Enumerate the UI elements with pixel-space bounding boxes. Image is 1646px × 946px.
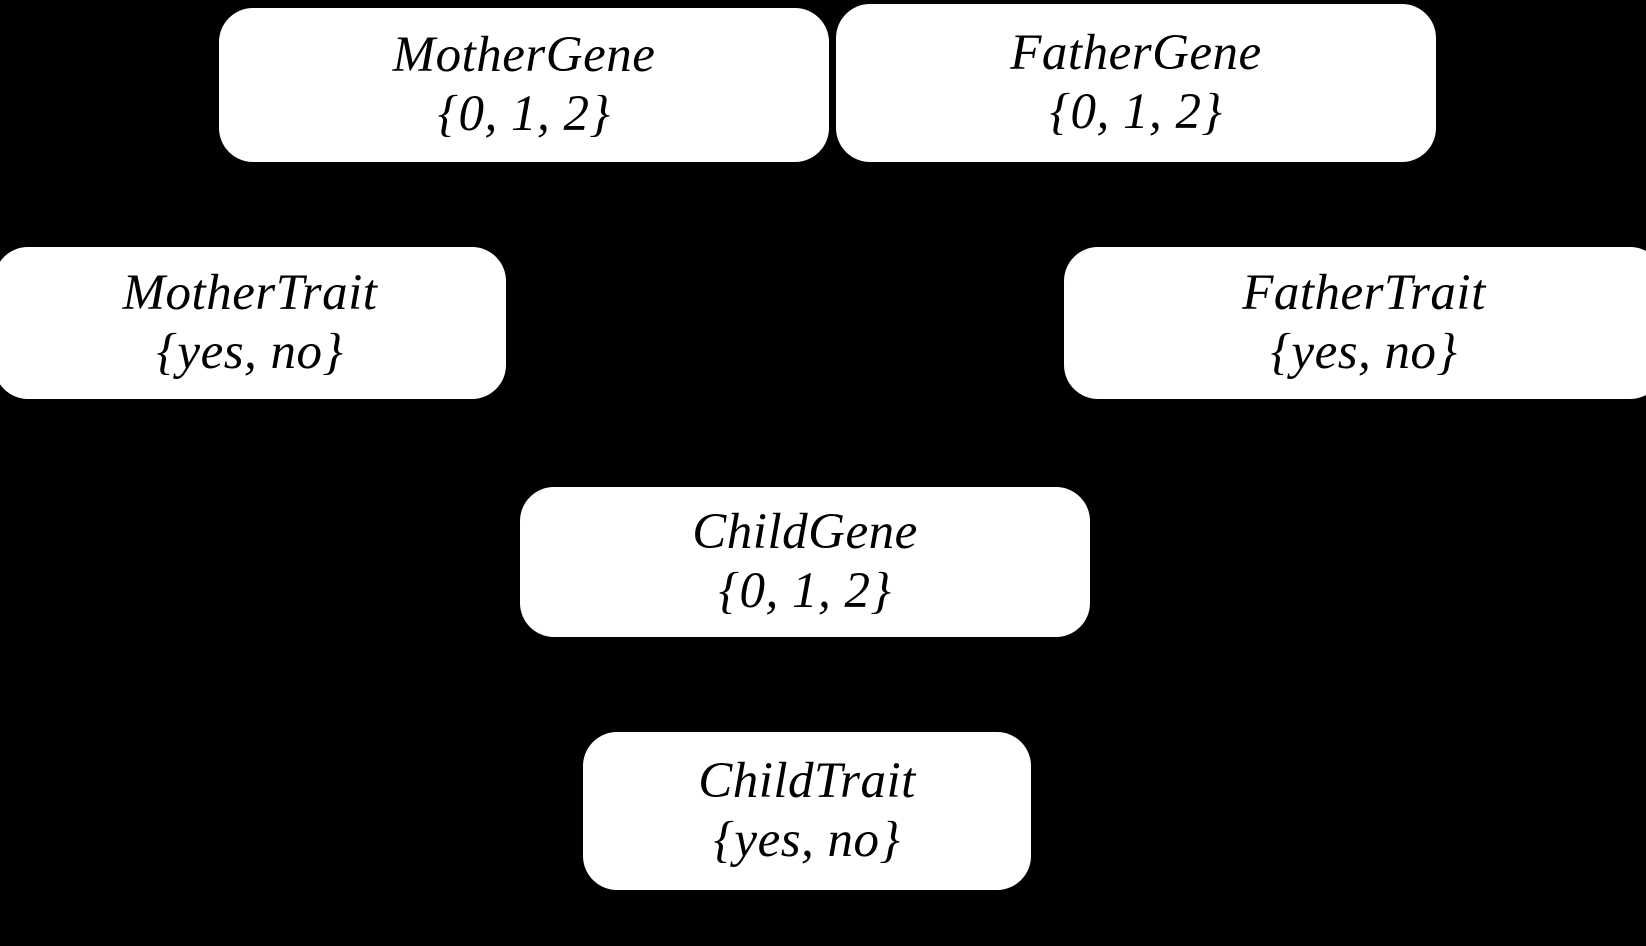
node-child-trait[interactable]: ChildTrait {yes, no} [583, 732, 1031, 890]
node-mother-trait-title: MotherTrait [122, 264, 378, 321]
node-mother-gene-domain: {0, 1, 2} [437, 86, 611, 142]
node-father-trait-domain: {yes, no} [1270, 324, 1458, 380]
node-child-gene-domain: {0, 1, 2} [718, 563, 892, 619]
node-father-gene[interactable]: FatherGene {0, 1, 2} [836, 4, 1436, 162]
node-mother-gene-title: MotherGene [392, 26, 656, 83]
node-mother-trait[interactable]: MotherTrait {yes, no} [0, 247, 506, 399]
node-father-trait-title: FatherTrait [1242, 264, 1486, 321]
node-father-gene-domain: {0, 1, 2} [1049, 84, 1223, 140]
node-child-trait-title: ChildTrait [698, 752, 916, 809]
node-father-trait[interactable]: FatherTrait {yes, no} [1064, 247, 1646, 399]
node-child-gene[interactable]: ChildGene {0, 1, 2} [520, 487, 1090, 637]
node-mother-trait-domain: {yes, no} [156, 324, 344, 380]
node-mother-gene[interactable]: MotherGene {0, 1, 2} [219, 8, 829, 162]
node-child-trait-domain: {yes, no} [713, 812, 901, 868]
node-father-gene-title: FatherGene [1010, 24, 1262, 81]
node-child-gene-title: ChildGene [692, 503, 918, 560]
